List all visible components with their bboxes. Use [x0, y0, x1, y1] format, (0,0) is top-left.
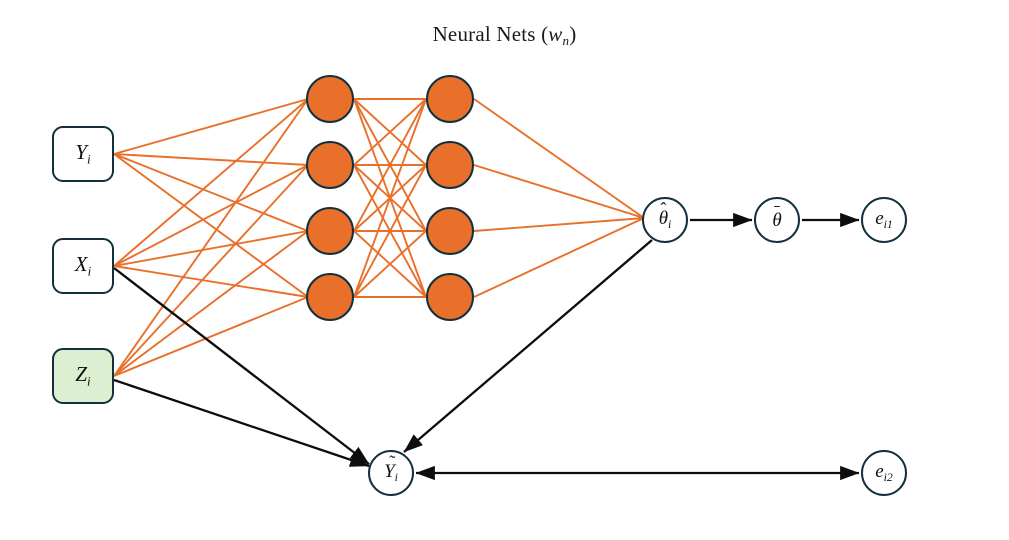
diagram-title: Neural Nets (wn): [0, 22, 1009, 49]
orange-edges-input-to-hidden1: [113, 98, 309, 377]
edge-thetahat-to-ytilde: [403, 239, 653, 453]
input-box-x[interactable]: Xi: [52, 238, 114, 294]
label-theta-bar: θ̄: [772, 209, 782, 231]
title-prefix: Neural Nets (: [432, 22, 549, 46]
node-theta-hat[interactable]: θ̂i: [642, 197, 688, 243]
input-label-z: Zi: [75, 362, 91, 389]
hidden-node-l1-3[interactable]: [306, 207, 354, 255]
title-variable: w: [548, 22, 563, 46]
edge-x-to-ytilde: [113, 267, 370, 465]
hidden-node-l2-2[interactable]: [426, 141, 474, 189]
orange-edges-hidden2-to-output: [473, 98, 645, 298]
edge-z-to-ytilde: [113, 378, 370, 468]
title-subscript: n: [562, 33, 570, 49]
node-y-tilde[interactable]: Ỹi: [368, 450, 414, 496]
hidden-node-l1-4[interactable]: [306, 273, 354, 321]
input-label-y: Yi: [75, 140, 91, 167]
hidden-node-l2-4[interactable]: [426, 273, 474, 321]
label-e-i1: ei1: [875, 208, 893, 232]
input-box-z[interactable]: Zi: [52, 348, 114, 404]
node-theta-bar[interactable]: θ̄: [754, 197, 800, 243]
label-y-tilde: Ỹi: [384, 461, 398, 485]
node-e-i1[interactable]: ei1: [861, 197, 907, 243]
label-theta-hat: θ̂i: [658, 208, 672, 232]
hidden-node-l1-2[interactable]: [306, 141, 354, 189]
node-e-i2[interactable]: ei2: [861, 450, 907, 496]
black-edges: [113, 212, 860, 481]
hidden-node-l2-1[interactable]: [426, 75, 474, 123]
title-suffix: ): [569, 22, 577, 46]
label-e-i2: ei2: [875, 461, 893, 485]
input-box-y[interactable]: Yi: [52, 126, 114, 182]
hidden-node-l2-3[interactable]: [426, 207, 474, 255]
orange-edges-hidden1-to-hidden2: [353, 98, 427, 298]
input-label-x: Xi: [74, 252, 92, 279]
hidden-node-l1-1[interactable]: [306, 75, 354, 123]
